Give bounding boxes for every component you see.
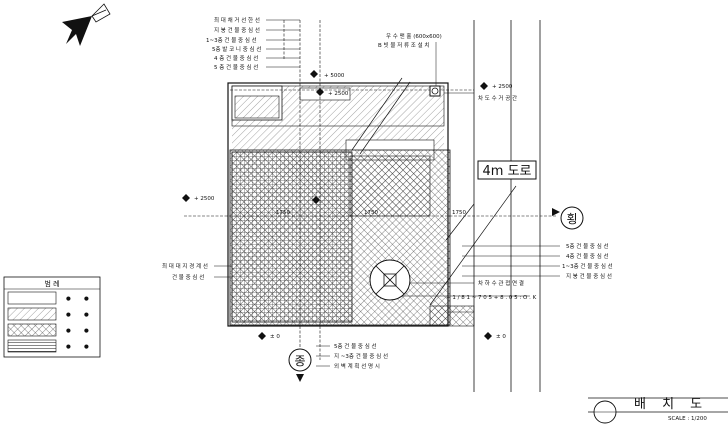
svg-text:차 도 수 거 공 간: 차 도 수 거 공 간 bbox=[478, 94, 517, 102]
legend-swatch-diag bbox=[7, 307, 57, 321]
svg-text:5층 발 코 니 중 심 선: 5층 발 코 니 중 심 선 bbox=[212, 45, 261, 53]
legend-title: 범 례 bbox=[44, 279, 59, 288]
section-marker-right: 횡 bbox=[552, 206, 584, 230]
svg-text:지 붕 건 물 중 심 선: 지 붕 건 물 중 심 선 bbox=[566, 272, 612, 280]
svg-text:B 빗 물 저 류 조 설 치: B 빗 물 저 류 조 설 치 bbox=[378, 41, 429, 49]
svg-text:●: ● bbox=[66, 296, 71, 302]
svg-text:+ 5000: + 5000 bbox=[324, 73, 345, 79]
building-footprint bbox=[229, 149, 475, 327]
svg-text:± 0: ± 0 bbox=[496, 334, 506, 340]
svg-text:●: ● bbox=[84, 296, 89, 302]
svg-text:건 물 중 심 선: 건 물 중 심 선 bbox=[172, 273, 204, 281]
drawing-title: 배 치 도 bbox=[634, 397, 708, 412]
svg-text:+ 2500: + 2500 bbox=[328, 91, 349, 97]
legend-swatch-dense bbox=[7, 339, 57, 353]
svg-text:지 붕 건 물 중 심 선: 지 붕 건 물 중 심 선 bbox=[214, 26, 260, 34]
drain-circle-icon bbox=[369, 259, 411, 301]
svg-text:종: 종 bbox=[294, 354, 305, 368]
road-edges bbox=[473, 20, 541, 392]
section-marker-bottom: 종 bbox=[288, 348, 312, 382]
title-block: 배 치 도 SCALE : 1/200 bbox=[588, 397, 728, 424]
elevation-markers bbox=[182, 70, 492, 340]
svg-text:1750: 1750 bbox=[364, 210, 378, 216]
scale-text: SCALE : 1/200 bbox=[668, 416, 707, 422]
svg-text:●: ● bbox=[66, 312, 71, 318]
svg-text:최 대 대 지 경 계 선: 최 대 대 지 경 계 선 bbox=[162, 262, 208, 270]
svg-text:●: ● bbox=[84, 312, 89, 318]
road-label: 4m 도로 bbox=[483, 164, 532, 179]
svg-text:외 벽 계 획 선 명 시: 외 벽 계 획 선 명 시 bbox=[334, 362, 380, 370]
svg-text:1~3층 건 물 중 심 선: 1~3층 건 물 중 심 선 bbox=[562, 262, 613, 270]
svg-text:5층 건 물 중 심 선: 5층 건 물 중 심 선 bbox=[566, 242, 609, 250]
legend-swatch-grid bbox=[7, 323, 57, 337]
svg-text:1750: 1750 bbox=[276, 210, 290, 216]
road-label-box: 4m 도로 bbox=[477, 160, 537, 180]
svg-text:1750: 1750 bbox=[452, 210, 466, 216]
svg-text:5 층 건 물 중 심 선: 5 층 건 물 중 심 선 bbox=[214, 63, 258, 71]
svg-text:1~3층 건 물 중 심 선: 1~3층 건 물 중 심 선 bbox=[206, 36, 257, 44]
svg-text:최 대 채 거 선 한 선: 최 대 채 거 선 한 선 bbox=[214, 16, 260, 24]
svg-text:●: ● bbox=[66, 328, 71, 334]
svg-text:●: ● bbox=[66, 344, 71, 350]
legend-box: 범 례 ● ● ● ● ● ● ● ● bbox=[3, 276, 101, 358]
svg-text:+ 2500: + 2500 bbox=[492, 84, 513, 90]
svg-text:4층 건 물 중 심 선: 4층 건 물 중 심 선 bbox=[566, 252, 609, 260]
svg-text:5층 건 물 중 심 선: 5층 건 물 중 심 선 bbox=[334, 342, 377, 350]
svg-text:●: ● bbox=[84, 344, 89, 350]
svg-text:± 0: ± 0 bbox=[270, 334, 280, 340]
svg-text:4 층 건 물 중 심 선: 4 층 건 물 중 심 선 bbox=[214, 54, 258, 62]
svg-text:●: ● bbox=[84, 328, 89, 334]
svg-text:지 ~3층 건 물 중 심 선: 지 ~3층 건 물 중 심 선 bbox=[334, 352, 388, 360]
svg-text:+ 1 / 8 1 ~ 7 0 5 + 8 . 0 5 :: + 1 / 8 1 ~ 7 0 5 + 8 . 0 5 : O . K bbox=[446, 295, 537, 301]
svg-text:차 하 수 관 접 연 결: 차 하 수 관 접 연 결 bbox=[478, 279, 524, 287]
manhole-icon bbox=[429, 85, 441, 97]
svg-text:+ 2500: + 2500 bbox=[194, 196, 215, 202]
legend-swatch-blank bbox=[7, 291, 57, 305]
svg-text:우 수 맨 홀 (600x600): 우 수 맨 홀 (600x600) bbox=[386, 32, 442, 40]
north-arrow-icon bbox=[62, 3, 111, 46]
svg-text:횡: 횡 bbox=[566, 212, 577, 226]
